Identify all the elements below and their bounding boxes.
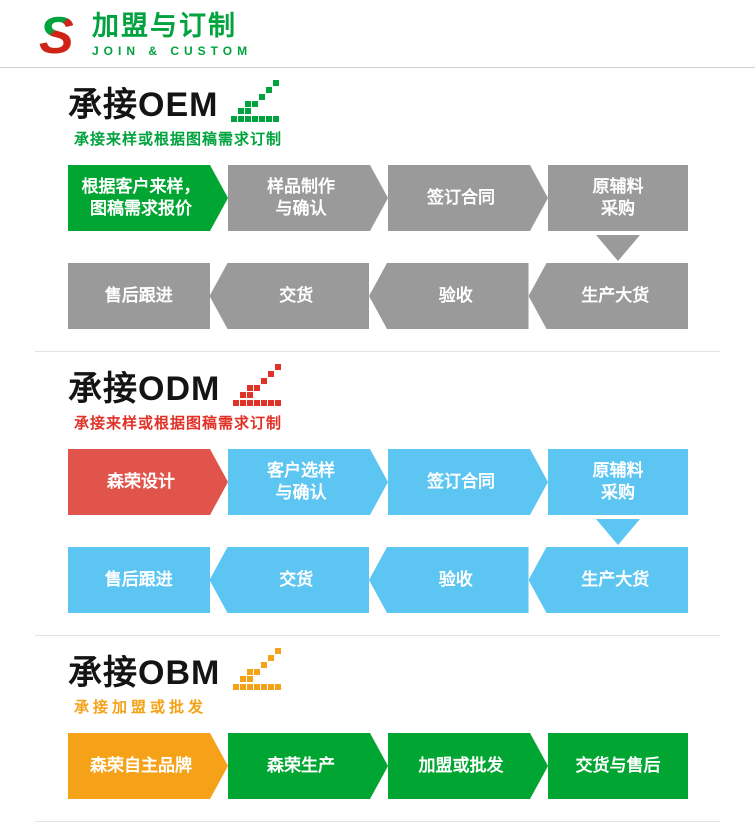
flow-step: 交货与售后 (548, 733, 688, 799)
flow-step-label: 与确认 (275, 483, 327, 502)
odm-flow-row-return: 售后跟进 交货 验收 生产大货 (68, 547, 689, 613)
flow-step-label: 采购 (601, 199, 635, 218)
flow-step-label: 根据客户来样， (81, 176, 201, 196)
flow-step-label: 生产大货 (581, 285, 650, 305)
flow-step-label: 签订合同 (427, 187, 495, 207)
section-oem: 承接OEM 承接来样或根据图稿需求订制 根据客户来样， 图稿需求报价 样品制作 … (0, 68, 755, 329)
odm-flow-row-forward: 森荣设计 客户选样 与确认 签订合同 原辅料 采购 (68, 449, 688, 515)
pixel-falling-chart-icon (233, 648, 282, 690)
odm-connector-row (68, 519, 688, 545)
section-obm-subtitle: 承接加盟或批发 (74, 699, 208, 716)
section-obm: 承接OBM 承接加盟或批发 森荣自主品牌 森荣生产 加盟或批发 交货与售后 (0, 636, 755, 799)
flow-step-label: 交货 (279, 285, 314, 305)
page-title: 加盟与订制 (92, 10, 237, 41)
flow-step-label: 生产大货 (581, 569, 650, 589)
pixel-falling-chart-icon (233, 364, 282, 406)
down-arrow-icon (596, 519, 640, 545)
flow-step: 森荣设计 (68, 449, 228, 515)
header-text: 加盟与订制 JOIN & CUSTOM (92, 10, 253, 59)
flow-step-label: 森荣自主品牌 (90, 755, 192, 775)
flow-step: 交货 (209, 263, 370, 329)
flow-step: 加盟或批发 (388, 733, 548, 799)
flow-step: 根据客户来样， 图稿需求报价 (68, 165, 228, 231)
flow-step-label: 加盟或批发 (418, 755, 504, 775)
header: S 加盟与订制 JOIN & CUSTOM (0, 0, 755, 67)
flow-step: 客户选样 与确认 (228, 449, 388, 515)
flow-step-label: 采购 (601, 483, 635, 502)
section-odm: 承接ODM 承接来样或根据图稿需求订制 森荣设计 客户选样 与确认 签订合同 原… (0, 352, 755, 613)
flow-step: 签订合同 (388, 449, 548, 515)
flow-step-label: 签订合同 (427, 471, 495, 491)
section-obm-head: 承接OBM (68, 648, 688, 693)
flow-step: 森荣自主品牌 (68, 733, 228, 799)
flow-step: 生产大货 (528, 547, 689, 613)
flow-step: 签订合同 (388, 165, 548, 231)
flow-step: 交货 (209, 547, 370, 613)
flow-step-label: 与确认 (275, 199, 327, 218)
flow-step-label: 验收 (438, 285, 473, 305)
section-oem-head: 承接OEM (68, 80, 688, 125)
flow-step: 森荣生产 (228, 733, 388, 799)
oem-flow-row-return: 售后跟进 交货 验收 生产大货 (68, 263, 689, 329)
flow-step-label: 售后跟进 (104, 569, 173, 589)
flow-step: 售后跟进 (68, 547, 210, 613)
pixel-falling-chart-icon (231, 80, 280, 122)
flow-step: 验收 (369, 263, 529, 329)
brand-s-letter: S (39, 9, 74, 61)
flow-step-label: 原辅料 (592, 460, 644, 480)
flow-step: 原辅料 采购 (548, 449, 688, 515)
flow-step-label: 客户选样 (267, 460, 335, 480)
brand-s-logo-icon: S (39, 9, 74, 61)
flow-step-label: 森荣设计 (107, 471, 175, 491)
down-arrow-icon (596, 235, 640, 261)
section-odm-head: 承接ODM (68, 364, 688, 409)
flow-step: 样品制作 与确认 (228, 165, 388, 231)
header-divider (0, 67, 755, 68)
oem-flow-row-forward: 根据客户来样， 图稿需求报价 样品制作 与确认 签订合同 原辅料 采购 (68, 165, 688, 231)
section-oem-subtitle: 承接来样或根据图稿需求订制 (74, 131, 283, 148)
section-divider (35, 635, 720, 636)
section-odm-subtitle: 承接来样或根据图稿需求订制 (74, 415, 283, 432)
flow-step-label: 原辅料 (592, 176, 644, 196)
flow-step-label: 交货 (279, 569, 314, 589)
flow-step: 生产大货 (528, 263, 689, 329)
page-subtitle: JOIN & CUSTOM (92, 44, 253, 59)
flow-step-label: 售后跟进 (104, 285, 173, 305)
obm-flow-row: 森荣自主品牌 森荣生产 加盟或批发 交货与售后 (68, 733, 688, 799)
section-divider (35, 351, 720, 352)
flow-step-label: 验收 (438, 569, 473, 589)
section-oem-title: 承接OEM (68, 85, 219, 124)
section-odm-title: 承接ODM (68, 369, 221, 408)
flow-step-label: 交货与售后 (575, 755, 661, 775)
flow-step-label: 样品制作 (267, 176, 335, 196)
oem-connector-row (68, 235, 688, 261)
flow-step: 售后跟进 (68, 263, 210, 329)
flow-step: 原辅料 采购 (548, 165, 688, 231)
flow-step-label: 图稿需求报价 (90, 199, 192, 218)
section-obm-title: 承接OBM (68, 653, 221, 692)
flow-step-label: 森荣生产 (267, 755, 335, 775)
flow-step: 验收 (369, 547, 529, 613)
